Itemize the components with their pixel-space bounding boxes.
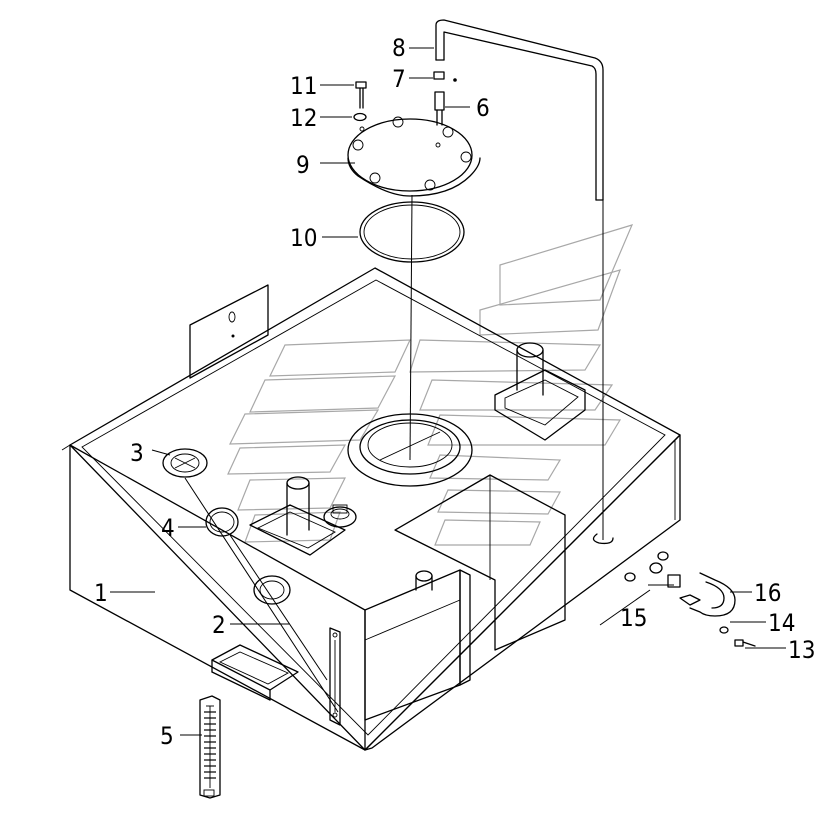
callout-14: 14 — [768, 609, 795, 637]
callout-3: 3 — [130, 439, 144, 467]
hydraulic-tank-body — [61, 267, 681, 751]
callout-4: 4 — [161, 514, 175, 542]
callout-10: 10 — [290, 224, 317, 252]
o-ring-part-4 — [205, 507, 239, 537]
callout-8: 8 — [392, 34, 406, 62]
callout-11: 11 — [290, 72, 317, 100]
port-fittings-part-15 — [624, 551, 681, 588]
callout-15: 15 — [620, 604, 647, 632]
assembly-center-lines — [184, 194, 651, 713]
callout-5: 5 — [160, 722, 174, 750]
filter-neck-part — [253, 575, 291, 605]
cover-plate-part-9 — [347, 116, 481, 197]
breather-pipe-part-8 — [435, 19, 604, 201]
callout-2: 2 — [212, 611, 226, 639]
bolt-part-11 — [355, 81, 367, 109]
bolt-part-13 — [734, 639, 756, 647]
handle-part — [211, 644, 299, 701]
callout-12: 12 — [290, 104, 317, 132]
callout-6: 6 — [476, 94, 490, 122]
callout-16: 16 — [754, 579, 781, 607]
callout-leader-lines — [110, 47, 786, 736]
nut-part-7 — [433, 71, 457, 82]
washer-part-14 — [719, 626, 729, 634]
callout-13: 13 — [788, 636, 815, 664]
filter-cap-part-3 — [162, 448, 208, 478]
callout-7: 7 — [392, 65, 406, 93]
callout-1: 1 — [94, 579, 108, 607]
clamp-part-16 — [679, 572, 736, 617]
callout-labels: 1 2 3 4 5 6 7 8 9 10 11 12 13 14 15 16 — [94, 34, 815, 750]
fitting-part-6 — [434, 91, 445, 126]
washer-part-12 — [353, 112, 367, 122]
level-gauge-part-5 — [199, 695, 221, 799]
callout-9: 9 — [296, 151, 310, 179]
